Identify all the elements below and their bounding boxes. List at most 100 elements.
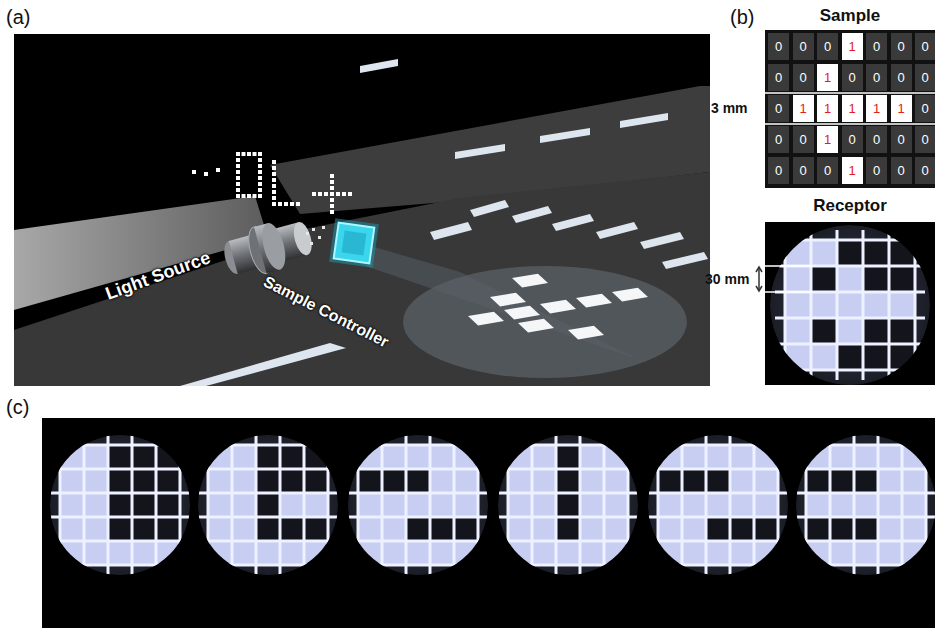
table-cell: 1 bbox=[793, 95, 814, 122]
lit-pixel bbox=[854, 541, 878, 565]
table-cell: 0 bbox=[915, 157, 935, 184]
grid-line bbox=[810, 230, 813, 380]
pixel-dot bbox=[272, 190, 276, 194]
dimension-label: 3 mm bbox=[711, 100, 748, 116]
lit-pixel bbox=[304, 541, 328, 565]
grid-line bbox=[498, 540, 638, 543]
grid-line bbox=[453, 435, 456, 575]
grid-line bbox=[888, 230, 891, 380]
dark-pixel bbox=[156, 469, 180, 493]
lit-pixel bbox=[358, 541, 382, 565]
grid-line bbox=[429, 435, 432, 575]
lit-pixel bbox=[532, 517, 556, 541]
receptor-glow bbox=[498, 435, 638, 575]
pixel-dot bbox=[312, 192, 316, 196]
table-cell: 0 bbox=[793, 157, 814, 184]
dark-pixel bbox=[706, 469, 730, 493]
art-shape bbox=[329, 218, 379, 268]
art-shape bbox=[752, 123, 935, 125]
lit-pixel bbox=[454, 541, 478, 565]
receptor-image-ground bbox=[765, 222, 935, 385]
lit-pixel bbox=[430, 541, 454, 565]
art-shape bbox=[754, 265, 812, 267]
table-cell: 1 bbox=[866, 95, 887, 122]
grid-line bbox=[862, 230, 865, 380]
lit-pixel bbox=[830, 541, 854, 565]
receptor-glow bbox=[796, 435, 935, 575]
table-cell: 0 bbox=[793, 33, 814, 60]
lit-pixel bbox=[604, 445, 628, 469]
pixel-dot bbox=[253, 194, 257, 198]
lit-pixel bbox=[604, 541, 628, 565]
lit-pixel bbox=[658, 517, 682, 541]
grid-line bbox=[796, 540, 935, 543]
grid-line bbox=[777, 435, 780, 575]
image-panel: Receptor bbox=[765, 196, 935, 385]
pixel-dot bbox=[192, 170, 196, 174]
grid-line bbox=[555, 435, 558, 575]
dark-pixel bbox=[754, 517, 778, 541]
dark-pixel bbox=[854, 469, 878, 493]
grid-line bbox=[753, 435, 756, 575]
pixel-dot bbox=[348, 192, 352, 196]
grid-line bbox=[107, 435, 110, 575]
pixel-dot bbox=[284, 202, 288, 206]
lit-pixel bbox=[580, 445, 604, 469]
grid-line bbox=[357, 435, 360, 575]
lit-pixel bbox=[785, 344, 811, 370]
lit-pixel bbox=[754, 541, 778, 565]
table-cell: 0 bbox=[866, 126, 887, 153]
pixel-dot bbox=[253, 152, 257, 156]
table-cell: 1 bbox=[817, 64, 838, 91]
dark-pixel bbox=[889, 318, 915, 344]
dark-pixel bbox=[280, 445, 304, 469]
dark-pixel bbox=[156, 445, 180, 469]
receptor-view bbox=[648, 435, 788, 575]
grid-line bbox=[198, 492, 338, 495]
projected-square bbox=[504, 306, 540, 320]
pixel-dot bbox=[272, 178, 276, 182]
pixel-dot bbox=[258, 194, 262, 198]
grid-line bbox=[507, 435, 510, 575]
grid-line bbox=[796, 492, 935, 495]
dark-pixel bbox=[108, 493, 132, 517]
lit-pixel bbox=[430, 445, 454, 469]
grid-line bbox=[836, 230, 839, 380]
table-cell: 0 bbox=[768, 64, 789, 91]
dark-pixel bbox=[256, 469, 280, 493]
dark-pixel bbox=[658, 469, 682, 493]
dark-pixel bbox=[889, 240, 915, 266]
grid-line bbox=[83, 435, 86, 575]
lit-pixel bbox=[532, 493, 556, 517]
dark-pixel bbox=[811, 318, 837, 344]
pixel-dot bbox=[272, 196, 276, 200]
lit-pixel bbox=[382, 445, 406, 469]
lit-pixel bbox=[532, 445, 556, 469]
panel-heading: Sample bbox=[765, 6, 935, 26]
grid-line bbox=[231, 435, 234, 575]
dark-pixel bbox=[889, 266, 915, 292]
receptor-glow bbox=[50, 435, 190, 575]
lit-pixel bbox=[508, 493, 532, 517]
pixel-dot bbox=[242, 152, 246, 156]
dark-pixel bbox=[430, 517, 454, 541]
lit-pixel bbox=[785, 318, 811, 344]
grid-line bbox=[198, 468, 338, 471]
lit-pixel bbox=[60, 517, 84, 541]
grid-line bbox=[648, 468, 788, 471]
grid-line bbox=[784, 230, 787, 380]
dark-pixel bbox=[358, 469, 382, 493]
grid-line bbox=[498, 492, 638, 495]
pixel-dot bbox=[258, 182, 262, 186]
lit-pixel bbox=[811, 292, 837, 318]
lit-pixel bbox=[754, 469, 778, 493]
art-shape bbox=[310, 242, 313, 245]
lit-pixel bbox=[837, 318, 863, 344]
grid-line bbox=[327, 435, 330, 575]
lit-pixel bbox=[730, 493, 754, 517]
lit-pixel bbox=[84, 469, 108, 493]
pixel-dot bbox=[272, 202, 276, 206]
lit-pixel bbox=[232, 445, 256, 469]
dark-pixel bbox=[406, 469, 430, 493]
projected-square bbox=[490, 293, 526, 307]
